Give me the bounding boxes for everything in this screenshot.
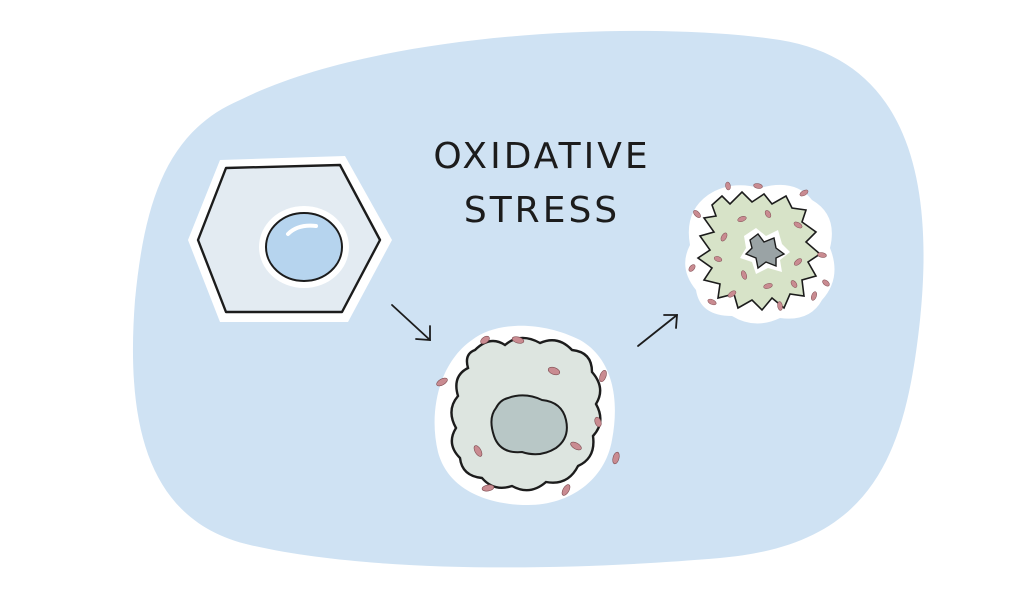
damaged-cell: [685, 181, 835, 324]
free-radical-cluster-stage-2: [436, 335, 620, 496]
stressed-cell: [434, 325, 620, 505]
arrow-to-damaged-cell: [637, 314, 678, 347]
diagram-title-line-2: STRESS: [464, 190, 620, 231]
free-radical-cluster-stage-3: [688, 181, 830, 311]
diagram-title-line-1: OXIDATIVE: [433, 136, 650, 177]
healthy-cell: [188, 156, 392, 322]
stressed-cell-nucleus: [490, 394, 568, 456]
nucleus-highlight: [286, 223, 318, 236]
healthy-cell-nucleus: [265, 212, 343, 282]
damaged-cell-nucleus: [744, 233, 786, 270]
arrow-to-stressed-cell: [391, 304, 431, 341]
